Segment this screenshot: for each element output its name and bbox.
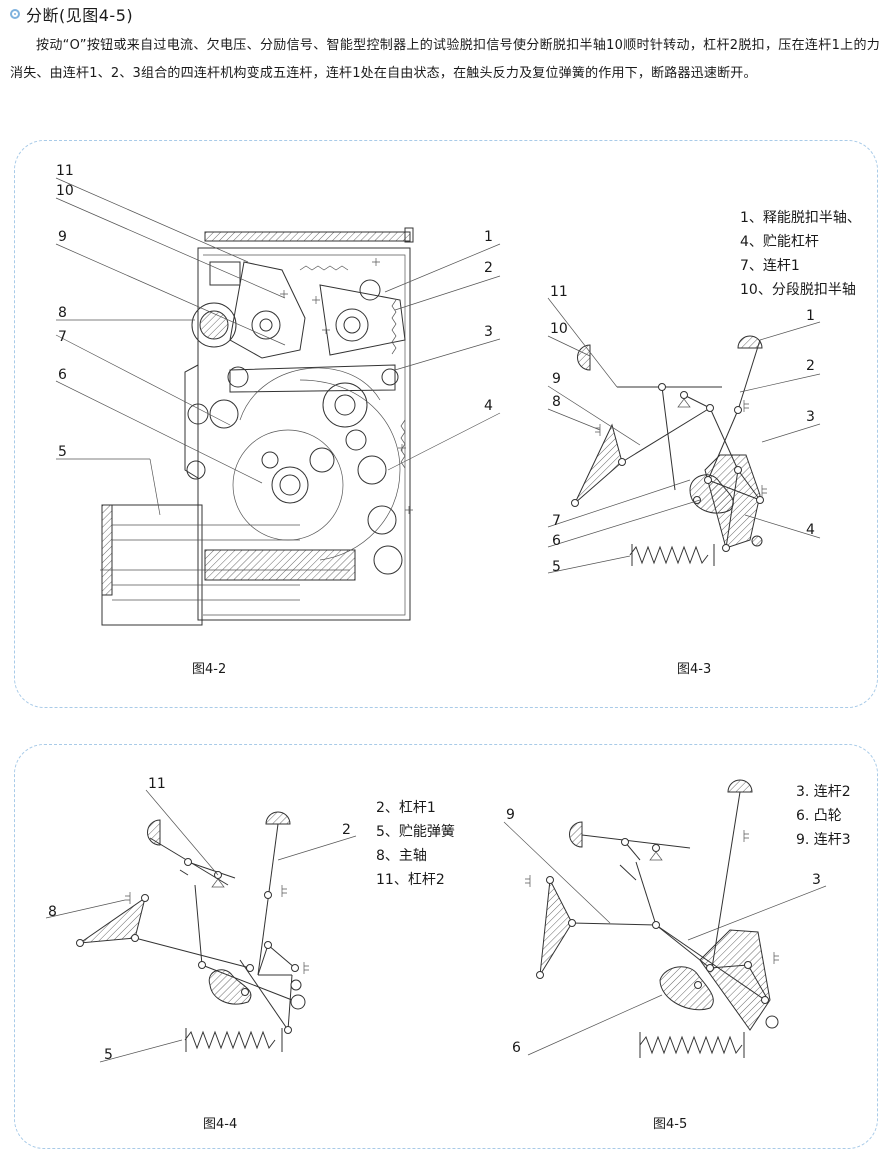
- fig43-label-7: 7: [552, 513, 561, 529]
- fig43-label-2: 2: [806, 358, 815, 374]
- fig42-label-2: 2: [484, 260, 493, 276]
- fig44-label-2: 2: [342, 822, 351, 838]
- fig45-legend-9: 9. 连杆3: [796, 832, 851, 848]
- figure-4-5: 3. 连杆2 6. 凸轮 9. 连杆3: [503, 779, 851, 1132]
- fig45-label-9: 9: [506, 807, 515, 823]
- fig43-label-4: 4: [806, 522, 815, 538]
- fig42-label-10: 10: [56, 183, 74, 199]
- fig43-label-9: 9: [552, 371, 561, 387]
- fig43-label-10: 10: [550, 321, 568, 337]
- fig42-label-11: 11: [56, 163, 74, 179]
- fig44-label-11: 11: [148, 776, 166, 792]
- fig43-legend-1: 1、释能脱扣半轴、: [740, 210, 861, 226]
- fig43-legend-4: 4、贮能杠杆: [740, 234, 819, 250]
- fig43-label-8: 8: [552, 394, 561, 410]
- figure-4-4: 2、杠杆1 5、贮能弹簧 8、主轴 11、杠杆2: [45, 776, 455, 1132]
- fig43-label-11: 11: [550, 284, 568, 300]
- fig42-label-4: 4: [484, 398, 493, 414]
- fig42-label-6: 6: [58, 367, 67, 383]
- section-header: 分断(见图4-5): [10, 2, 133, 26]
- fig42-label-5: 5: [58, 444, 67, 460]
- fig43-label-5: 5: [552, 559, 561, 575]
- fig42-label-9: 9: [58, 229, 67, 245]
- circle-bullet-icon: [10, 9, 20, 19]
- fig45-legend-3: 3. 连杆2: [796, 784, 851, 800]
- fig43-caption: 图4-3: [677, 662, 711, 677]
- fig45-label-3: 3: [812, 872, 821, 888]
- fig45-label-6: 6: [512, 1040, 521, 1056]
- figure-panel-top: [14, 140, 878, 708]
- fig43-label-6: 6: [552, 533, 561, 549]
- fig44-legend-5: 5、贮能弹簧: [376, 824, 455, 840]
- figure-4-2: 11 10 9 8 7 6 5 1 2 3 4 图4-2: [55, 163, 501, 677]
- fig45-legend-6: 6. 凸轮: [796, 808, 842, 824]
- fig44-label-8: 8: [48, 904, 57, 920]
- figure-panel-bottom: [14, 744, 878, 1149]
- fig44-label-5: 5: [104, 1047, 113, 1063]
- fig42-label-3: 3: [484, 324, 493, 340]
- fig44-legend-8: 8、主轴: [376, 848, 427, 864]
- fig44-caption: 图4-4: [203, 1117, 237, 1132]
- fig44-legend-11: 11、杠杆2: [376, 872, 445, 888]
- fig43-legend-10: 10、分段脱扣半轴: [740, 282, 856, 298]
- fig43-legend-7: 7、连杆1: [740, 258, 800, 274]
- fig45-caption: 图4-5: [653, 1117, 687, 1132]
- fig43-label-3: 3: [806, 409, 815, 425]
- fig42-label-7: 7: [58, 329, 67, 345]
- fig43-label-1: 1: [806, 308, 815, 324]
- fig42-caption: 图4-2: [192, 662, 226, 677]
- section-title: 分断(见图4-5): [26, 6, 134, 25]
- description-paragraph: 按动“O”按钮或来自过电流、欠电压、分励信号、智能型控制器上的试验脱扣信号使分断…: [10, 38, 880, 81]
- fig42-label-8: 8: [58, 305, 67, 321]
- fig44-legend-2: 2、杠杆1: [376, 800, 436, 816]
- figure-4-3: 1、释能脱扣半轴、 4、贮能杠杆 7、连杆1 10、分段脱扣半轴: [547, 210, 861, 677]
- fig42-label-1: 1: [484, 229, 493, 245]
